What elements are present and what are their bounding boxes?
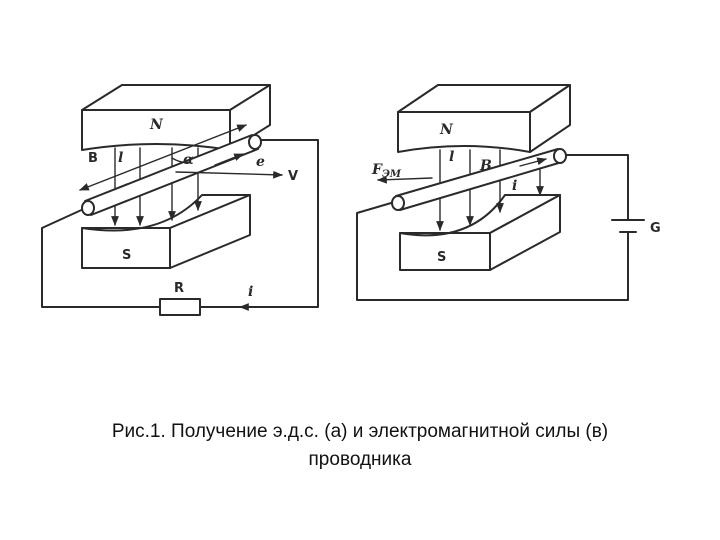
- figure-electromagnetic-force: N S l B i FЭМ G: [356, 84, 661, 301]
- induction-b-label: B: [88, 151, 98, 166]
- velocity-arrow: [175, 170, 283, 179]
- caption-line-1: Рис.1. Получение э.д.с. (а) и электромаг…: [111, 421, 609, 442]
- north-pole-label: N: [439, 122, 454, 138]
- force-arrow: [377, 175, 433, 184]
- south-pole-label: S: [437, 250, 446, 265]
- length-arrow: [79, 124, 247, 191]
- resistor-symbol: [159, 298, 201, 316]
- caption-line-2: проводника: [308, 449, 412, 470]
- current-arrow: [519, 157, 547, 167]
- diagram-canvas: N S B l α e V R i: [41, 84, 661, 316]
- north-pole-label: N: [149, 117, 164, 133]
- alpha-angle-arc: [171, 157, 191, 164]
- length-l-label: l: [118, 150, 123, 166]
- force-f-label: FЭМ: [371, 162, 402, 180]
- figure-emf-generation: N S B l α e V R i: [41, 84, 319, 316]
- induction-b-label: B: [479, 158, 492, 174]
- south-pole-magnet: [399, 194, 561, 271]
- battery-g-label: G: [650, 221, 661, 236]
- conductor-rod: [391, 148, 567, 211]
- figure-caption: Рис.1. Получение э.д.с. (а) и электромаг…: [20, 418, 700, 474]
- emf-arrow: [214, 153, 244, 166]
- right-circuit-wire: [356, 154, 629, 301]
- current-i-label: i: [512, 178, 517, 194]
- velocity-v-label: V: [288, 169, 298, 184]
- resistor-r-label: R: [174, 281, 184, 296]
- south-pole-label: S: [122, 248, 131, 263]
- length-l-label: l: [449, 149, 454, 165]
- current-i-label: i: [248, 284, 253, 300]
- north-pole-magnet: [397, 84, 571, 153]
- emf-e-label: e: [256, 154, 265, 170]
- battery-symbol: [611, 219, 645, 233]
- alpha-label: α: [183, 152, 194, 168]
- south-pole-magnet: [81, 194, 251, 269]
